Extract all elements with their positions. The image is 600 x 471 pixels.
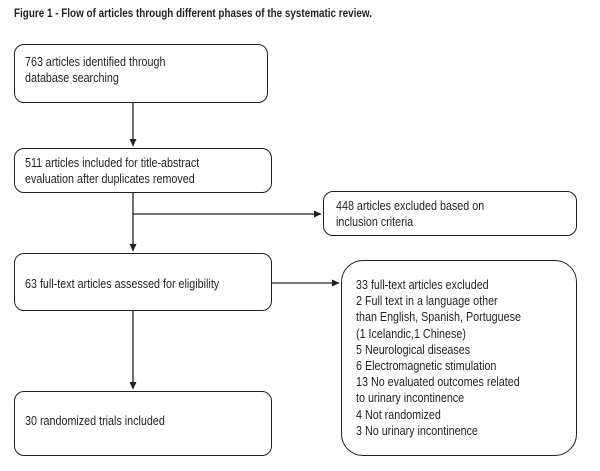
excluded-fulltext-line: 13 No evaluated outcomes related [356, 375, 520, 390]
excluded-title-box [323, 191, 577, 236]
identified-line: 763 articles identified through [25, 55, 166, 69]
excluded-fulltext-line: 3 No urinary incontinence [356, 423, 478, 438]
excluded-fulltext-line: 2 Full text in a language other [356, 294, 498, 309]
excluded-fulltext-line: (1 Icelandic,1 Chinese) [356, 326, 466, 341]
excluded-fulltext-text: 33 full-text articles excluded 2 Full te… [356, 277, 521, 439]
screened-line: 511 articles included for title-abstract [25, 156, 200, 170]
excluded-title-text: 448 articles excluded based on inclusion… [336, 198, 484, 230]
screened-text: 511 articles included for title-abstract… [25, 155, 199, 187]
excluded-fulltext-line: to urinary incontinence [356, 391, 465, 406]
assessed-box [14, 253, 272, 311]
excluded-fulltext-line: than English, Spanish, Portuguese [356, 310, 521, 325]
excluded-fulltext-line: 33 full-text articles excluded [356, 278, 489, 292]
included-box [14, 391, 272, 456]
identified-box [14, 44, 268, 103]
excluded-fulltext-box [341, 260, 577, 456]
screened-line: evaluation after duplicates removed [25, 172, 195, 187]
identified-text: 763 articles identified through database… [25, 54, 165, 86]
excluded-fulltext-line: 4 Not randomized [356, 407, 441, 422]
assessed-line: 63 full-text articles assessed for eligi… [25, 277, 220, 291]
included-text: 30 randomized trials included [25, 413, 165, 429]
screened-box [14, 148, 272, 193]
excluded-title-line: 448 articles excluded based on [336, 199, 485, 213]
identified-line: database searching [25, 71, 119, 86]
excluded-fulltext-line: 6 Electromagnetic stimulation [356, 359, 497, 374]
assessed-text: 63 full-text articles assessed for eligi… [25, 276, 219, 292]
excluded-fulltext-line: 5 Neurological diseases [356, 342, 471, 357]
excluded-title-line: inclusion criteria [336, 215, 414, 230]
figure-title: Figure 1 - Flow of articles through diff… [14, 8, 372, 20]
included-line: 30 randomized trials included [25, 414, 165, 428]
